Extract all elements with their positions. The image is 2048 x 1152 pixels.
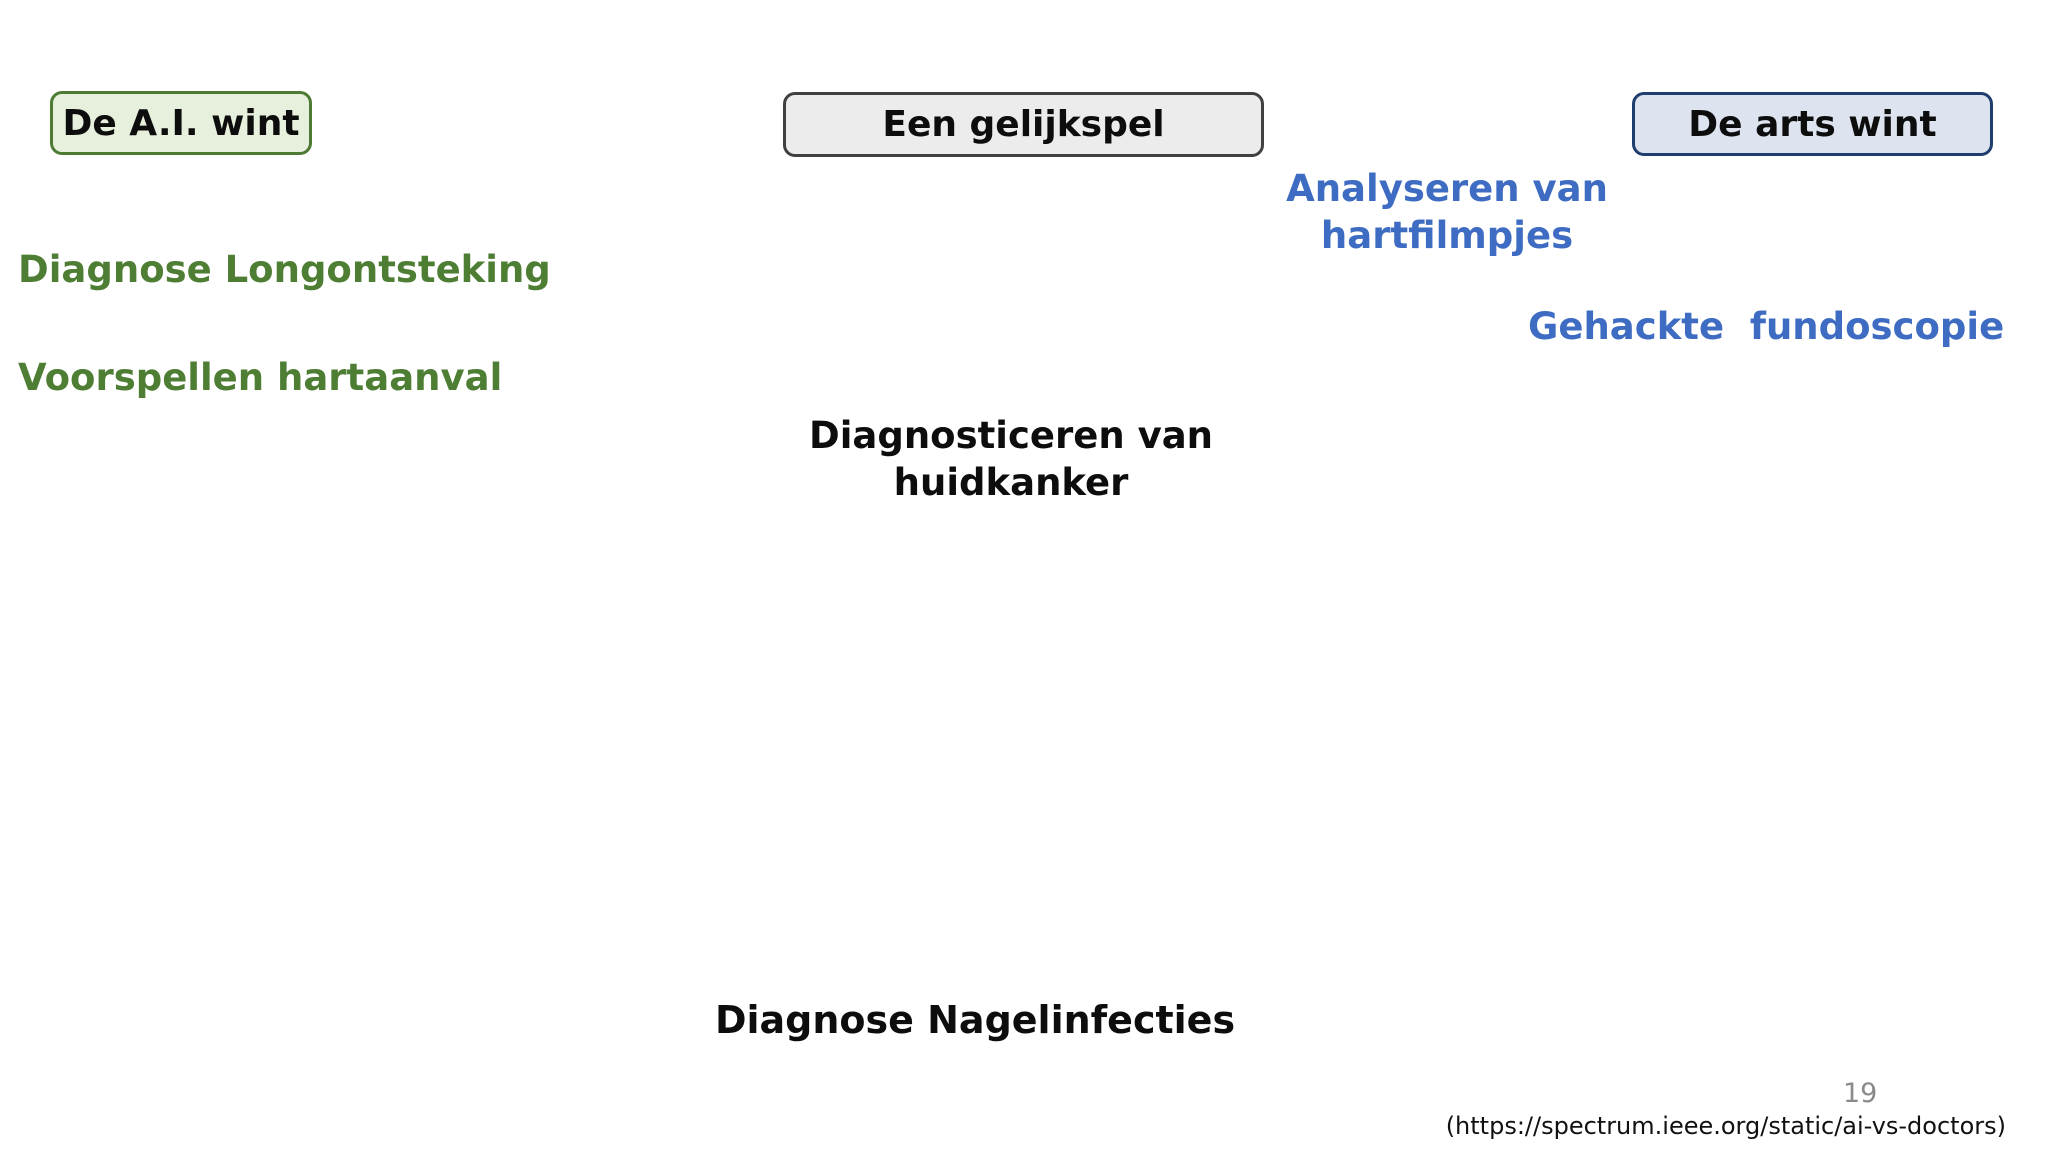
item-diagnosticeren-huidkanker: Diagnosticeren van huidkanker	[809, 412, 1213, 507]
item-diagnosticeren-huidkanker-line2: huidkanker	[893, 461, 1129, 505]
source-url: (https://spectrum.ieee.org/static/ai-vs-…	[1445, 1112, 2006, 1140]
header-box-draw-label: Een gelijkspel	[882, 104, 1165, 145]
item-diagnosticeren-huidkanker-line1: Diagnosticeren van	[808, 414, 1214, 457]
page-number: 19	[1843, 1078, 1878, 1109]
header-box-draw: Een gelijkspel	[783, 92, 1264, 157]
header-box-ai-wins-label: De A.I. wint	[62, 102, 300, 144]
item-analyseren-hartfilmpjes-line1: Analyseren van	[1286, 167, 1608, 210]
item-diagnose-longontsteking: Diagnose Longontsteking	[18, 248, 551, 291]
item-analyseren-hartfilmpjes-line2: hartfilmpjes	[1320, 213, 1574, 257]
header-box-doctor-wins-label: De arts wint	[1688, 103, 1937, 145]
header-box-ai-wins: De A.I. wint	[50, 91, 312, 155]
item-gehackte-fundoscopie: Gehackte fundoscopie	[1528, 305, 2005, 348]
item-voorspellen-hartaanval: Voorspellen hartaanval	[18, 356, 503, 399]
item-diagnose-nagelinfecties: Diagnose Nagelinfecties	[714, 998, 1236, 1042]
item-analyseren-hartfilmpjes: Analyseren van hartfilmpjes	[1286, 166, 1608, 259]
header-box-doctor-wins: De arts wint	[1632, 92, 1993, 156]
